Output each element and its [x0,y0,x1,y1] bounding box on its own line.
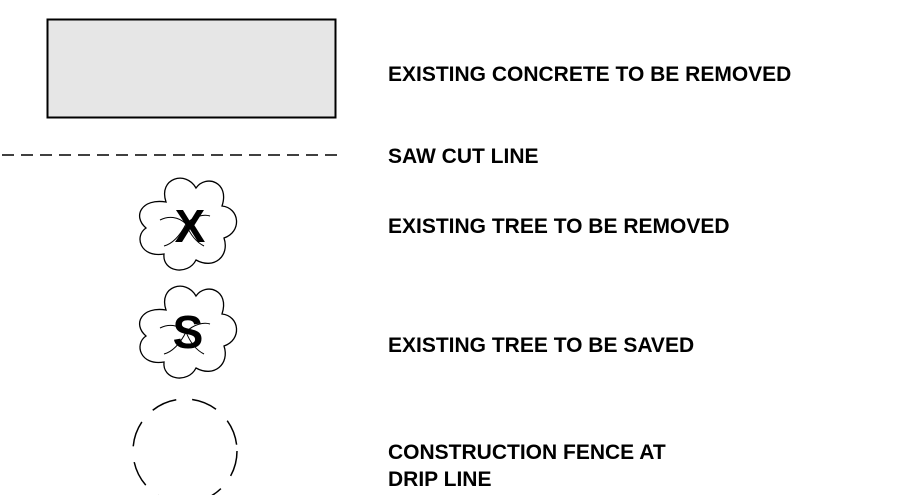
concrete-label: EXISTING CONCRETE TO BE REMOVED [388,63,792,86]
fence-label-line1: CONSTRUCTION FENCE AT [388,441,666,464]
tree-removed-mark: X [175,200,206,252]
concrete-box-symbol [46,18,337,119]
tree-canopy-outline [139,177,238,271]
fence-dashed-circle [132,398,238,495]
fence-circle-icon [132,398,238,495]
concrete-box [46,18,337,119]
tree-removed-icon: X [139,177,238,271]
tree-branch-strokes [159,214,211,247]
saw-cut-label: SAW CUT LINE [388,145,539,168]
tree-saved-label: EXISTING TREE TO BE SAVED [388,334,695,357]
tree-branch-strokes [159,322,211,355]
tree-removed-label: EXISTING TREE TO BE REMOVED [388,215,730,238]
fence-label-line2: DRIP LINE [388,468,492,491]
tree-saved-icon: S [139,285,238,379]
tree-saved-mark: S [173,306,204,358]
saw-cut-line-symbol [2,154,342,156]
tree-canopy-outline [139,285,238,379]
